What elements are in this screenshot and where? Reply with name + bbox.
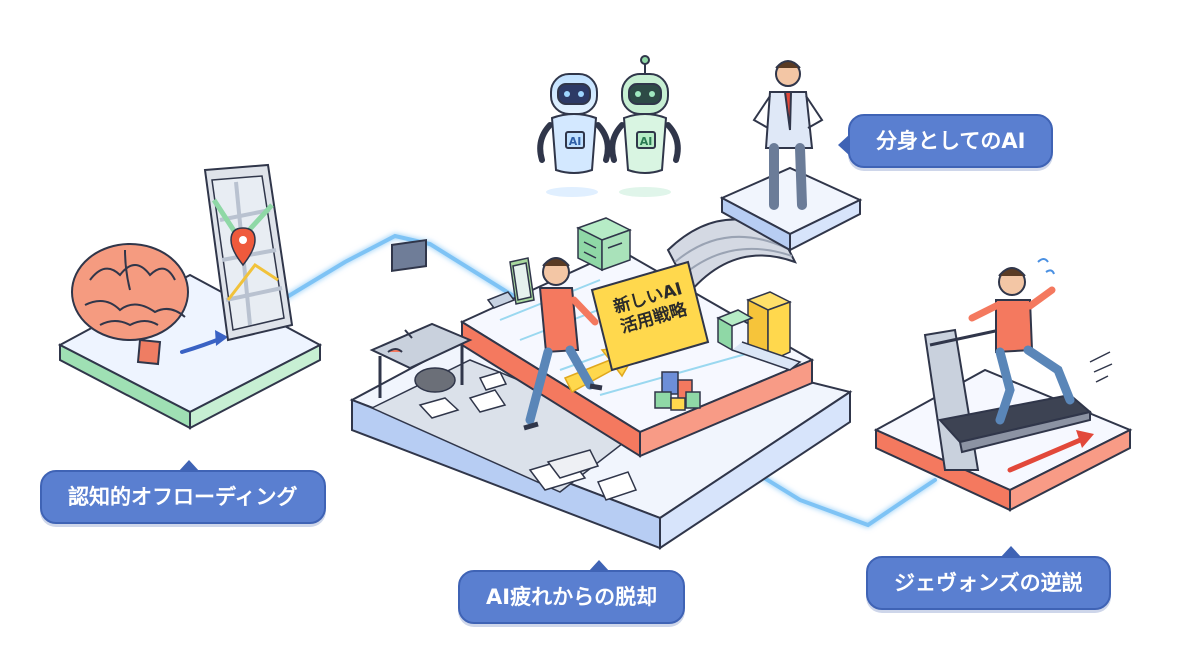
label-cognitive-offloading: 認知的オフローディング [40,470,326,524]
speed-lines-icon [1089,351,1113,383]
platform-cognitive-offloading [57,273,323,430]
robot-blue-icon: AI [537,73,611,197]
connector-lines [280,233,937,528]
robot-blue-chip: AI [569,135,582,148]
robot-green-icon: AI [609,55,681,197]
climbing-person-icon [523,257,603,431]
phone-stand-icon [486,257,535,309]
label-ai-as-alter-ego: 分身としてのAI [848,114,1054,168]
clutter-icon [414,367,508,419]
running-person-icon [968,258,1075,425]
bridge-icon [666,218,798,294]
treadmill-icon [923,328,1093,471]
strategy-sign [590,260,710,372]
desk-icon [369,238,473,398]
smartphone-map-icon [203,163,294,342]
label-ai-as-alter-ego-tail [838,134,850,156]
server-box-icon [576,217,632,272]
brain-icon [71,243,189,366]
label-cognitive-offloading-tail [178,460,200,472]
growth-arrow-icon [1007,435,1088,473]
label-jevons-paradox: ジェヴォンズの逆説 [866,556,1111,610]
connector-right [733,458,937,528]
blocks-icon [654,371,701,411]
tower-block-icon [716,291,802,371]
platform-alter-ego [719,166,863,252]
connector-left [280,233,522,302]
robot-green-chip: AI [640,135,653,148]
label-escape-ai-fatigue: AI疲れからの脱却 [458,570,686,624]
documents-icon [528,449,638,501]
businessman-icon [752,60,824,210]
label-jevons-paradox-tail [1000,546,1022,558]
label-escape-ai-fatigue-tail [588,560,610,572]
